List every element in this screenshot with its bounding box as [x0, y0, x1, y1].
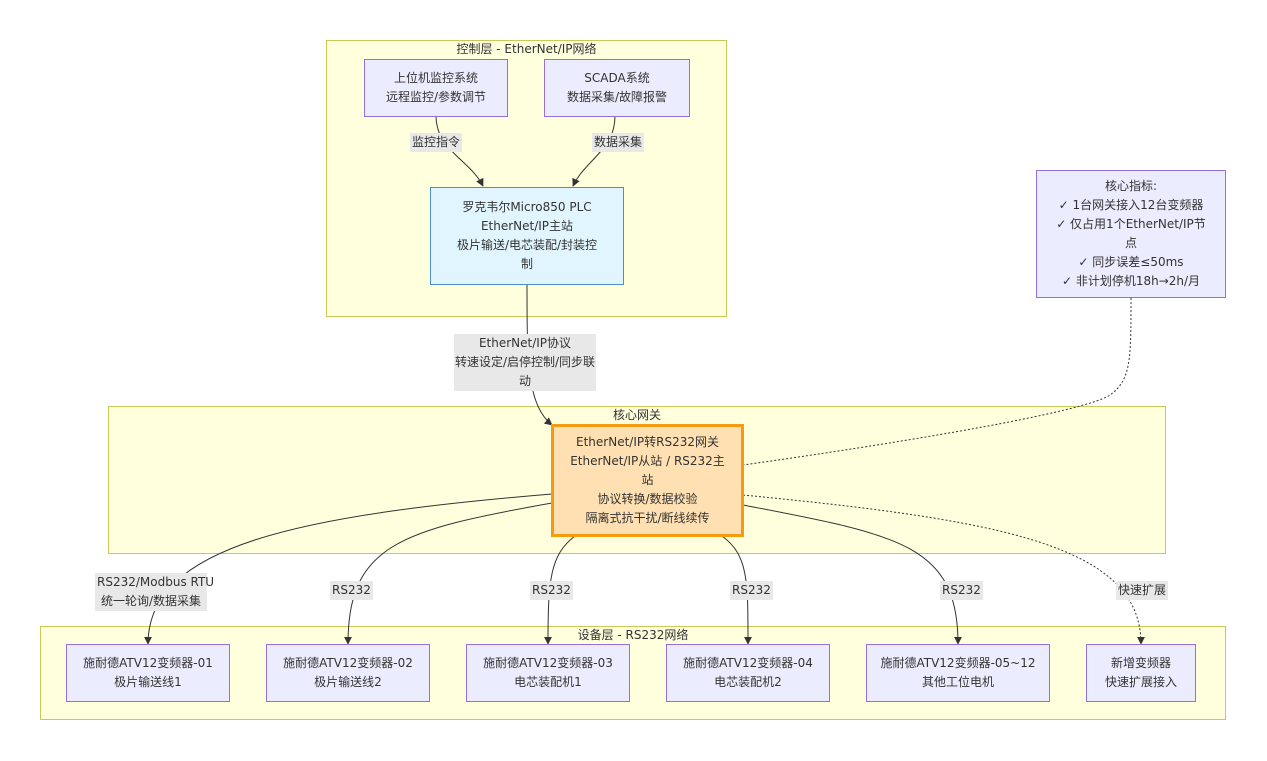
gateway-line3: 站	[641, 473, 654, 487]
edge-gateway-vfd5	[742, 504, 962, 645]
edge-gateway-vfd3	[544, 535, 576, 645]
edge-label-rs232-vfd4: RS232	[730, 581, 773, 600]
kpi-note-node[interactable]: 核心指标: ✓ 1台网关接入12台变频器 ✓ 仅占用1个EtherNet/IP节…	[1036, 170, 1226, 298]
vfd-05-12-node[interactable]: 施耐德ATV12变频器-05~12 其他工位电机	[866, 644, 1050, 702]
control-layer-title: 控制层 - EtherNet/IP网络	[456, 42, 597, 56]
kpi-line6: ✓ 非计划停机18h→2h/月	[1061, 274, 1201, 288]
scada-line1: SCADA系统	[584, 71, 650, 85]
eip-label-line2: 转速设定/启停控制/同步联	[454, 355, 596, 369]
edge-label-eip-protocol: EtherNet/IP协议 转速设定/启停控制/同步联 动	[454, 334, 596, 391]
vfd-04-line2: 电芯装配机2	[714, 675, 782, 689]
vfd-02-line2: 极片输送线2	[314, 675, 382, 689]
rtu-label-line2: 统一轮询/数据采集	[100, 594, 202, 608]
edge-hmi-plc	[435, 115, 484, 187]
edge-gateway-vfd4	[721, 535, 752, 645]
edge-gateway-vfd2	[344, 502, 553, 645]
edge-label-monitor-cmd: 监控指令	[410, 133, 463, 152]
new-vfd-node[interactable]: 新增变频器 快速扩展接入	[1086, 644, 1196, 702]
edge-label-rs232-vfd3: RS232	[530, 581, 573, 600]
edge-label-expand: 快速扩展	[1116, 581, 1169, 600]
vfd-04-node[interactable]: 施耐德ATV12变频器-04 电芯装配机2	[666, 644, 830, 702]
gateway-line5: 隔离式抗干扰/断线续传	[585, 511, 710, 525]
plc-line3: 极片输送/电芯装配/封装控	[456, 238, 598, 252]
new-vfd-line1: 新增变频器	[1110, 656, 1171, 670]
vfd-01-line1: 施耐德ATV12变频器-01	[83, 656, 213, 670]
gateway-line2: EtherNet/IP从站 / RS232主	[570, 454, 725, 468]
kpi-line4: 点	[1124, 236, 1137, 250]
vfd-04-line1: 施耐德ATV12变频器-04	[683, 656, 813, 670]
kpi-line5: ✓ 同步误差≤50ms	[1078, 255, 1184, 269]
kpi-line1: 核心指标:	[1104, 179, 1158, 193]
edge-label-rs232-vfd2: RS232	[330, 581, 373, 600]
eip-label-line1: EtherNet/IP协议	[478, 336, 572, 350]
vfd-03-line2: 电芯装配机1	[514, 675, 582, 689]
plc-line2: EtherNet/IP主站	[480, 219, 574, 233]
vfd-01-node[interactable]: 施耐德ATV12变频器-01 极片输送线1	[66, 644, 230, 702]
scada-line2: 数据采集/故障报警	[566, 90, 668, 104]
vfd-03-node[interactable]: 施耐德ATV12变频器-03 电芯装配机1	[466, 644, 630, 702]
plc-line4: 制	[520, 257, 533, 271]
vfd-05-12-line2: 其他工位电机	[921, 675, 994, 689]
device-layer-title: 设备层 - RS232网络	[577, 628, 689, 642]
kpi-line3: ✓ 仅占用1个EtherNet/IP节	[1056, 217, 1206, 231]
edge-label-data-collect: 数据采集	[592, 133, 645, 152]
gateway-line4: 协议转换/数据校验	[597, 492, 698, 506]
vfd-03-line1: 施耐德ATV12变频器-03	[483, 656, 613, 670]
scada-node[interactable]: SCADA系统 数据采集/故障报警	[544, 59, 690, 117]
edge-scada-plc	[572, 115, 616, 187]
kpi-line2: ✓ 1台网关接入12台变频器	[1058, 198, 1204, 212]
hmi-line2: 远程监控/参数调节	[385, 90, 487, 104]
hmi-line1: 上位机监控系统	[393, 71, 478, 85]
hmi-monitor-node[interactable]: 上位机监控系统 远程监控/参数调节	[364, 59, 508, 117]
edge-label-modbus-rtu: RS232/Modbus RTU 统一轮询/数据采集	[95, 573, 215, 611]
plc-line1: 罗克韦尔Micro850 PLC	[462, 200, 592, 214]
gateway-line1: EtherNet/IP转RS232网关	[576, 435, 719, 449]
gateway-node[interactable]: EtherNet/IP转RS232网关 EtherNet/IP从站 / RS23…	[551, 424, 744, 537]
vfd-05-12-line1: 施耐德ATV12变频器-05~12	[880, 656, 1036, 670]
edge-label-rs232-vfd5: RS232	[940, 581, 983, 600]
edge-gateway-vfd1	[144, 493, 553, 645]
eip-label-line3: 动	[518, 374, 531, 388]
vfd-02-node[interactable]: 施耐德ATV12变频器-02 极片输送线2	[266, 644, 430, 702]
edge-gateway-newvfd	[742, 494, 1145, 645]
vfd-01-line2: 极片输送线1	[114, 675, 182, 689]
gateway-cluster-title: 核心网关	[612, 408, 661, 422]
rtu-label-line1: RS232/Modbus RTU	[97, 575, 215, 589]
edge-kpi-gateway	[742, 297, 1132, 466]
plc-node[interactable]: 罗克韦尔Micro850 PLC EtherNet/IP主站 极片输送/电芯装配…	[430, 187, 624, 285]
new-vfd-line2: 快速扩展接入	[1104, 675, 1177, 689]
vfd-02-line1: 施耐德ATV12变频器-02	[283, 656, 413, 670]
